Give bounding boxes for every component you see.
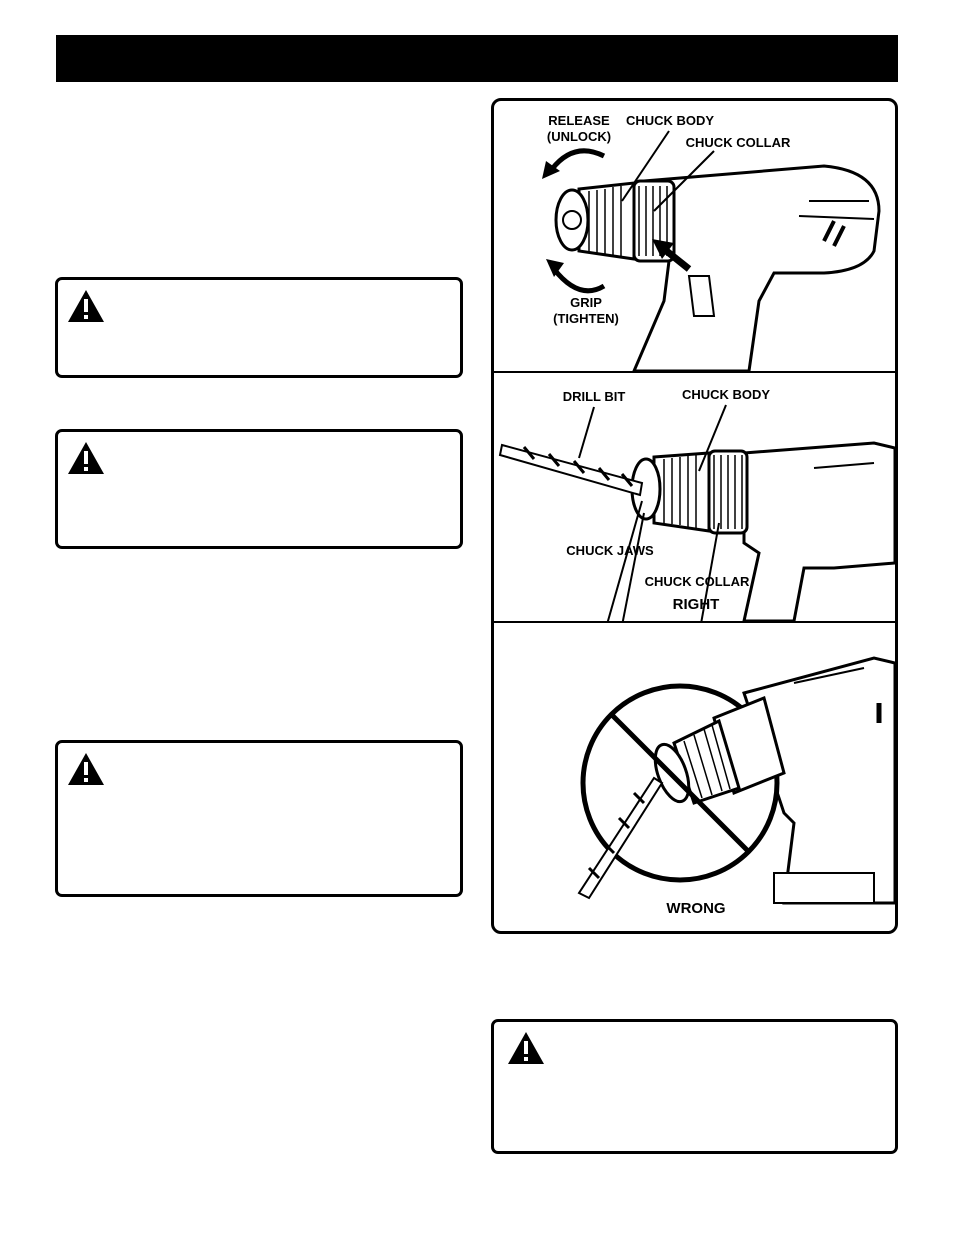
chuck-jaws-label: CHUCK JAWS: [566, 543, 654, 558]
panel-divider: [494, 371, 895, 373]
unlock-label: (UNLOCK): [547, 129, 611, 144]
chuck-collar-label: CHUCK COLLAR: [645, 574, 750, 589]
right-caption: RIGHT: [673, 596, 720, 613]
tighten-label: (TIGHTEN): [553, 311, 619, 326]
chuck-illustration-frame: RELEASE (UNLOCK) CHUCK BODY CHUCK COLLAR…: [491, 98, 898, 934]
warning-triangle-icon: [508, 1032, 544, 1064]
warning-triangle-icon: [68, 753, 104, 785]
panel-divider: [494, 621, 895, 623]
chuck-body-label: CHUCK BODY: [682, 387, 770, 402]
warning-triangle-icon: [68, 442, 104, 474]
grip-label: GRIP: [570, 295, 602, 310]
drill-bit-wrong-illustration: WRONG: [577, 656, 895, 917]
drill-bit-right-illustration: DRILL BIT CHUCK BODY CHUCK JAWS CHUCK CO…: [498, 387, 895, 621]
release-label: RELEASE: [548, 113, 610, 128]
warning-box-4: [491, 1019, 898, 1154]
chuck-operation-panel: RELEASE (UNLOCK) CHUCK BODY CHUCK COLLAR…: [494, 101, 895, 371]
chuck-collar-label: CHUCK COLLAR: [686, 135, 791, 150]
drill-chuck-operation-illustration: RELEASE (UNLOCK) CHUCK BODY CHUCK COLLAR…: [542, 113, 881, 371]
section-header-bar: [56, 35, 898, 82]
drill-bit-label: DRILL BIT: [563, 389, 626, 404]
warning-box-1: [55, 277, 463, 378]
warning-triangle-icon: [68, 290, 104, 322]
bit-right-panel: DRILL BIT CHUCK BODY CHUCK JAWS CHUCK CO…: [494, 373, 895, 621]
bit-wrong-panel: WRONG: [494, 623, 895, 931]
wrong-caption: WRONG: [666, 900, 725, 917]
chuck-body-label: CHUCK BODY: [626, 113, 714, 128]
warning-box-2: [55, 429, 463, 549]
warning-box-3: [55, 740, 463, 897]
